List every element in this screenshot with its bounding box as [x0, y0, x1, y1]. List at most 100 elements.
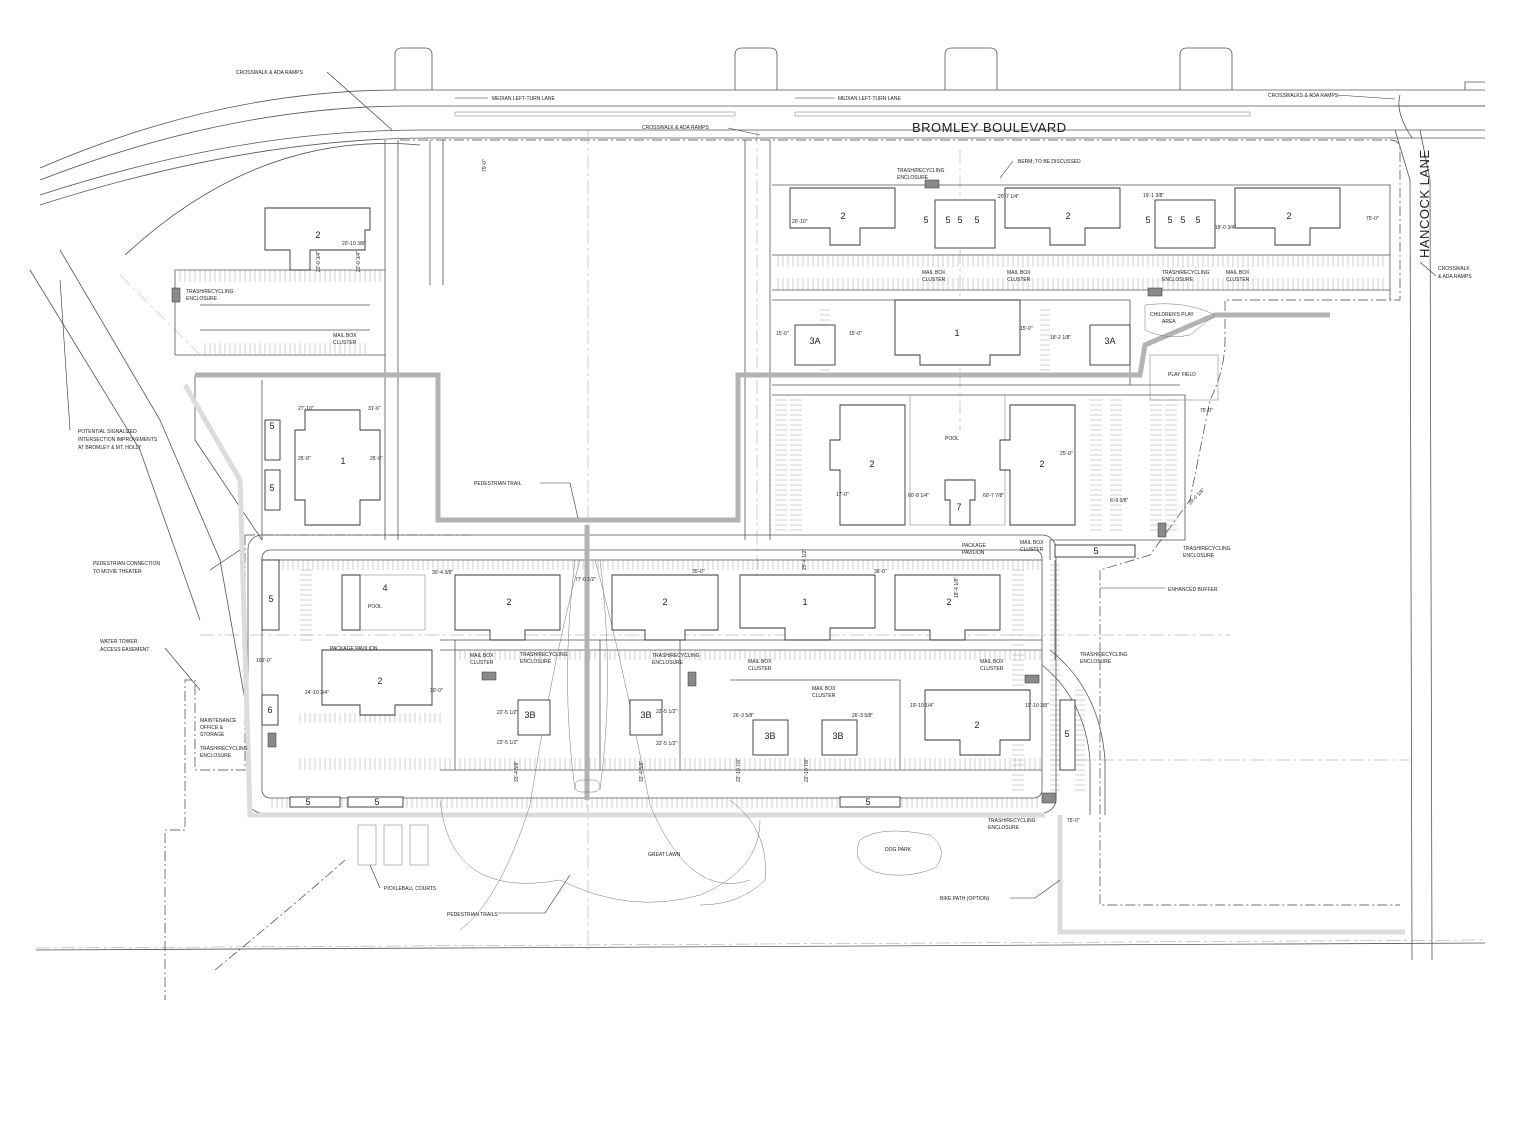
mail-label-8a: MAIL BOX — [812, 686, 836, 692]
dimension: 15'-0" — [776, 331, 789, 337]
trash-label-9a: TRASH/RECYCLING — [1183, 546, 1231, 552]
building-number: 2 — [506, 597, 511, 607]
play-field-label: PLAY FIELD — [1168, 372, 1196, 378]
trash-label-1b: ENCLOSURE — [186, 296, 218, 302]
crosswalk-east-label: CROSSWALK — [1438, 266, 1470, 272]
dimension: 29'-0 1/4" — [1187, 487, 1206, 506]
trash-enclosure-labels: TRASH/RECYCLING ENCLOSURE TRASH/RECYCLIN… — [186, 168, 1231, 831]
buildings — [261, 187, 1341, 808]
building-number: 2 — [840, 211, 845, 221]
dimension: 22'-5 1/2" — [497, 710, 518, 716]
building-number: 6 — [267, 705, 272, 715]
mailbox-labels: MAIL BOX CLUSTER MAIL BOX CLUSTER MAIL B… — [333, 270, 1250, 699]
dimension: 22'-10 7/8" — [804, 758, 810, 782]
trash-label-9b: ENCLOSURE — [1183, 553, 1215, 559]
maintenance-label-2: OFFICE & — [200, 725, 224, 731]
building-number: 2 — [1039, 459, 1044, 469]
dimension: 15'-0" — [1020, 326, 1033, 332]
dimension: 22'-10 7/8" — [736, 758, 742, 782]
dimension: 26'-3 5/8" — [852, 713, 873, 719]
dimension: 20'-7 1/4" — [998, 194, 1019, 200]
signalized-note-1: POTENTIAL SIGNALIZED — [78, 429, 137, 435]
dimension: 20'-10" — [792, 219, 808, 225]
dimension: 30'-4 3/8" — [432, 570, 453, 576]
pedestrian-connection-1: PEDESTRIAN CONNECTION — [93, 561, 160, 567]
great-lawn-label: GREAT LAWN — [648, 852, 681, 858]
garage-number: 5 — [374, 797, 379, 807]
callouts: CROSSWALK & ADA RAMPS MEDIAN LEFT-TURN L… — [78, 70, 1472, 918]
building-number: 1 — [954, 328, 959, 338]
dimension: 22'-0 3/4" — [316, 251, 322, 272]
building-number: 3B — [764, 731, 775, 741]
dimension: 18'-0 3/4" — [1215, 225, 1236, 231]
dimension: 26'-3 5/8" — [733, 713, 754, 719]
building-number: 2 — [377, 676, 382, 686]
building-number: 1 — [802, 597, 807, 607]
parking-stalls — [179, 255, 1384, 808]
trash-label-3b: ENCLOSURE — [1162, 277, 1194, 283]
dimension: 75'-0" — [1200, 408, 1213, 414]
garage-number: 5 — [1064, 729, 1069, 739]
garage-number: 5 — [268, 594, 273, 604]
garage-number: 5 — [1093, 546, 1098, 556]
mail-label-9a: MAIL BOX — [980, 659, 1004, 665]
dimension: 25'-0" — [370, 456, 383, 462]
signalized-note-3: AT BROMLEY & MT. HOLLY — [78, 445, 142, 451]
dimension: 27'-10" — [298, 406, 314, 412]
dimension: 19'-10 1/4" — [910, 703, 934, 709]
building-number: 3B — [832, 731, 843, 741]
dimension: 25'-8" — [298, 456, 311, 462]
trash-label-7b: ENCLOSURE — [1080, 659, 1112, 665]
leaders — [59, 71, 1437, 914]
dimension: 60'-7 7/8" — [983, 493, 1004, 499]
hancock-lane-label: HANCOCK LANE — [1417, 149, 1432, 258]
enhanced-buffer-label: ENHANCED BUFFER — [1168, 587, 1218, 593]
garage-number: 5 — [945, 215, 950, 225]
dimension: 75'-0" — [1366, 216, 1379, 222]
trash-label-8b: ENCLOSURE — [988, 825, 1020, 831]
roadways — [29, 47, 1486, 961]
dimension: 30'-0" — [430, 688, 443, 694]
childrens-play-area — [1144, 303, 1216, 337]
trash-label-6a: TRASH/RECYCLING — [652, 653, 700, 659]
mail-label-2b: CLUSTER — [922, 277, 946, 283]
trash-label-3a: TRASH/RECYCLING — [1162, 270, 1210, 276]
dog-park-label: DOG PARK — [885, 847, 912, 853]
trash-label-4b: ENCLOSURE — [200, 753, 232, 759]
dimension: 36'-0" — [874, 569, 887, 575]
trash-label-2a: TRASH/RECYCLING — [897, 168, 945, 174]
garage-number: 5 — [269, 483, 274, 493]
dimension: 75'-0" — [482, 159, 488, 172]
pedestrian-trails-label: PEDESTRIAN TRAILS — [447, 912, 498, 918]
dimension: 77'-0 1/2" — [575, 577, 596, 583]
trash-label-2b: ENCLOSURE — [897, 175, 929, 181]
trash-label-8a: TRASH/RECYCLING — [988, 818, 1036, 824]
building-number: 3A — [1104, 336, 1115, 346]
trash-label-4a: TRASH/RECYCLING — [200, 746, 248, 752]
median-lane-label-1: MEDIAN LEFT-TURN LANE — [492, 96, 555, 102]
garage-number: 5 — [865, 797, 870, 807]
building-number: 2 — [974, 720, 979, 730]
dimension: 25'-4 1/2" — [802, 549, 808, 570]
mail-label-6a: MAIL BOX — [470, 653, 494, 659]
pool-1-outline — [359, 574, 426, 631]
maintenance-label-1: MAINTENANCE — [200, 718, 237, 724]
dimension: 25'-0" — [1060, 451, 1073, 457]
dimension: 31'-6" — [368, 406, 381, 412]
garage-number: 5 — [923, 215, 928, 225]
water-tower-1: WATER TOWER — [100, 639, 138, 645]
mail-label-3b: CLUSTER — [1007, 277, 1031, 283]
garage-number: 5 — [269, 421, 274, 431]
childrens-play-label-1: CHILDREN'S PLAY — [1150, 312, 1194, 318]
dimension: 18'-2 1/8" — [1050, 335, 1071, 341]
trash-label-5a: TRASH/RECYCLING — [520, 652, 568, 658]
building-number: 2 — [946, 597, 951, 607]
building-number: 2 — [1286, 211, 1291, 221]
garage-numbers: 5 5 5 5 5 5 5 5 5 5 5 5 5 5 5 5 — [268, 215, 1200, 807]
pickleball-label: PICKLEBALL COURTS — [384, 886, 437, 892]
median-lane-label-2: MEDIAN LEFT-TURN LANE — [838, 96, 901, 102]
bromley-boulevard-label: BROMLEY BOULEVARD — [912, 120, 1067, 135]
dimension: 19'-1 3/8" — [1143, 193, 1164, 199]
road-names: BROMLEY BOULEVARD HANCOCK LANE — [912, 120, 1432, 258]
pickleball-court-3 — [409, 824, 429, 866]
